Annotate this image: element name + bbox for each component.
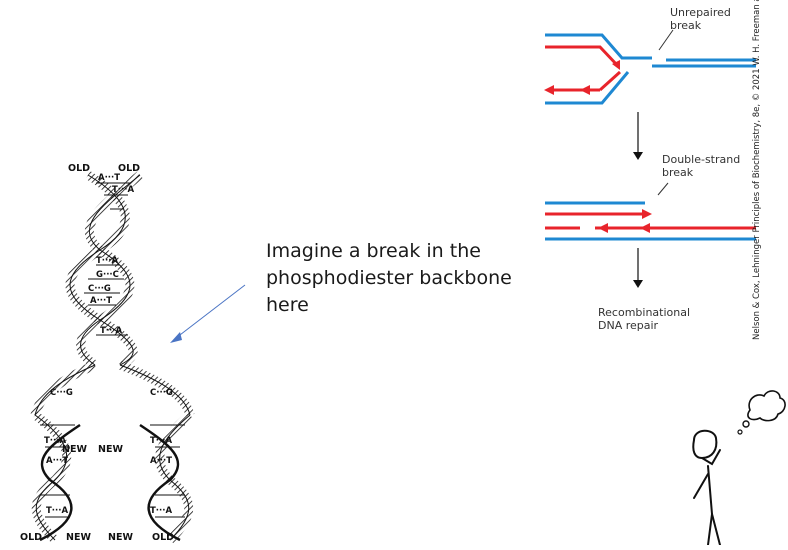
svg-text:T···A: T···A bbox=[100, 326, 122, 336]
label-repair-line-2: DNA repair bbox=[598, 319, 659, 332]
label-old-bottom-1: OLD bbox=[20, 532, 43, 543]
thinking-stick-figure bbox=[692, 390, 786, 545]
dna-helix-drawing: A···T T···A T···A G···C C···G A···T T···A C·… bbox=[30, 171, 195, 544]
label-old-top-right: OLD bbox=[118, 163, 141, 174]
label-old-top-left: OLD bbox=[68, 163, 91, 174]
svg-text:T···A: T···A bbox=[46, 506, 68, 516]
label-new-bottom-2: NEW bbox=[66, 532, 91, 543]
thought-bubble-small bbox=[742, 420, 750, 428]
svg-text:T···A: T···A bbox=[150, 436, 172, 446]
arm-down bbox=[693, 473, 709, 499]
label-unrepaired-line-1: Unrepaired bbox=[670, 6, 731, 19]
top-strand-blue bbox=[545, 33, 652, 60]
head-icon bbox=[692, 429, 718, 460]
label-unrepaired-break: Unrepaired break bbox=[670, 6, 731, 32]
thought-cloud-icon bbox=[747, 390, 786, 422]
caption-line-2: phosphodiester backbone bbox=[266, 267, 512, 289]
label-new-bottom-3: NEW bbox=[108, 532, 133, 543]
daughter-left-b bbox=[39, 423, 81, 542]
label-double-strand-break: Double-strand break bbox=[662, 153, 740, 179]
bottom-strand-blue bbox=[545, 71, 630, 105]
label-unrepaired-line-2: break bbox=[670, 19, 702, 32]
caption-line-1: Imagine a break in the bbox=[266, 240, 481, 262]
leg-left bbox=[707, 513, 713, 545]
label-new-mid-right: NEW bbox=[98, 444, 123, 455]
thought-bubble-tiny bbox=[737, 429, 743, 435]
svg-text:A···T: A···T bbox=[150, 456, 172, 466]
pointer-arrow bbox=[170, 284, 246, 343]
daughter-right-b bbox=[139, 423, 181, 542]
svg-text:A···T: A···T bbox=[90, 296, 112, 306]
repair-schematic-drawing bbox=[544, 29, 756, 288]
svg-text:T···A: T···A bbox=[150, 506, 172, 516]
label-dsb-line-1: Double-strand bbox=[662, 153, 741, 166]
top-strand-red bbox=[545, 45, 620, 68]
label-old-bottom-4: OLD bbox=[152, 532, 175, 543]
svg-text:A···T: A···T bbox=[98, 173, 120, 183]
daughter-right-a bbox=[155, 411, 194, 544]
svg-text:T···A: T···A bbox=[112, 185, 134, 195]
caption-line-3: here bbox=[266, 294, 309, 316]
credit-text: Nelson & Cox, Lehninger Principles of Bi… bbox=[752, 0, 762, 340]
svg-text:C···G: C···G bbox=[150, 388, 173, 398]
break-caption: Imagine a break in the phosphodiester ba… bbox=[266, 238, 526, 319]
svg-text:G···C: G···C bbox=[96, 270, 119, 280]
svg-text:A···T: A···T bbox=[46, 456, 68, 466]
label-recombinational-repair: Recombinational DNA repair bbox=[598, 306, 690, 332]
repair-schematic: Unrepaired break Double-strand break Rec… bbox=[540, 0, 760, 345]
svg-text:C···G: C···G bbox=[50, 388, 73, 398]
svg-text:C···G: C···G bbox=[88, 284, 111, 294]
svg-text:T···A: T···A bbox=[44, 436, 66, 446]
arm-raised bbox=[701, 449, 721, 466]
label-repair-line-1: Recombinational bbox=[598, 306, 691, 319]
dna-replication-figure: A···T T···A T···A G···C C···G A···T T···A C·… bbox=[0, 155, 240, 545]
leg-right bbox=[711, 513, 721, 545]
label-dsb-line-2: break bbox=[662, 166, 694, 179]
figure-credit: Nelson & Cox, Lehninger Principles of Bi… bbox=[752, 0, 766, 340]
label-new-mid-left: NEW bbox=[62, 444, 87, 455]
svg-text:T···A: T···A bbox=[96, 256, 118, 266]
